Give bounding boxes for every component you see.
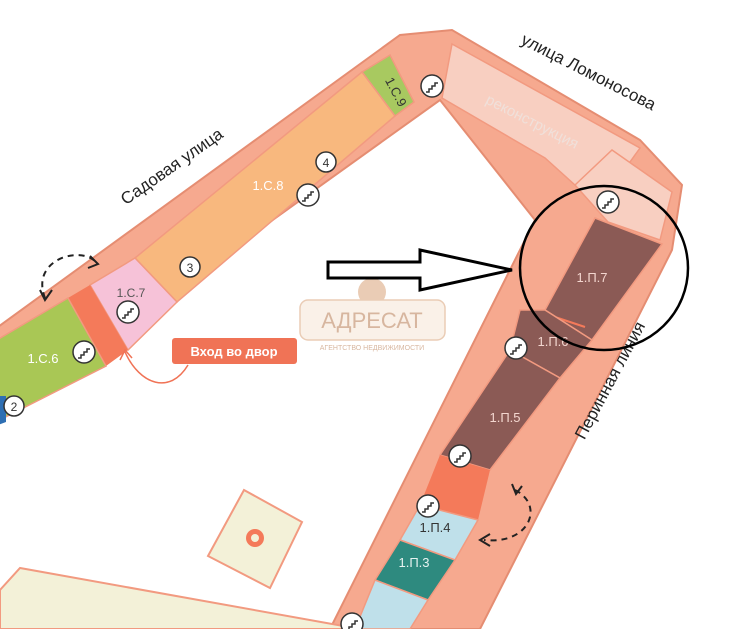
- entrance-arrow: [124, 351, 189, 384]
- stairs-icon: [116, 300, 140, 324]
- entrance-number-3: 3: [179, 256, 201, 278]
- unit-label-p4: 1.П.4: [419, 520, 450, 535]
- reconstruction-zone-lower: [573, 149, 673, 241]
- stairs-icon: [72, 340, 96, 364]
- stairs-icon: [596, 190, 620, 214]
- unit-label-p6: 1.П.6: [537, 334, 568, 349]
- svg-text:3: 3: [187, 261, 194, 275]
- red-block-sadovaya: [68, 285, 128, 366]
- building-wall: [0, 28, 684, 629]
- stairs-icon: [420, 74, 444, 98]
- stairs-icon: [504, 336, 528, 360]
- watermark-subtitle: АГЕНТСТВО НЕДВИЖИМОСТИ: [320, 345, 424, 352]
- unit-label-c8: 1.С.8: [252, 178, 283, 193]
- unit-label-p3: 1.П.3: [398, 555, 429, 570]
- unit-label-p7: 1.П.7: [576, 270, 607, 285]
- svg-text:2: 2: [11, 400, 18, 414]
- dashed-arrow-icon: [41, 254, 97, 299]
- watermark-logo: АДРЕСАТ АГЕНТСТВО НЕДВИЖИМОСТИ: [299, 278, 446, 352]
- stairs-icon: [296, 183, 320, 207]
- entrance-sign-label: Вход во двор: [190, 344, 277, 359]
- unit-c6[interactable]: [0, 296, 108, 430]
- unit-label-c7: 1.С.7: [117, 286, 146, 300]
- courtyard-building: [0, 566, 361, 629]
- unit-p2[interactable]: [354, 579, 430, 629]
- stairs-icon: [416, 494, 440, 518]
- entrance-number-2: 2: [3, 395, 25, 417]
- annotation-arrow-icon: [326, 248, 513, 292]
- unit-label-c6: 1.С.6: [27, 351, 58, 366]
- stairs-icon: [340, 612, 364, 629]
- entrance-number-4: 4: [315, 151, 337, 173]
- annotation-circle: [518, 184, 690, 352]
- svg-text:4: 4: [323, 156, 330, 170]
- watermark-title: АДРЕСАТ: [321, 308, 422, 333]
- entrance-sign: [172, 338, 297, 364]
- unit-label-p5: 1.П.5: [489, 410, 520, 425]
- stairs-icon: [448, 444, 472, 468]
- kiosk-icon-inner: [251, 534, 259, 542]
